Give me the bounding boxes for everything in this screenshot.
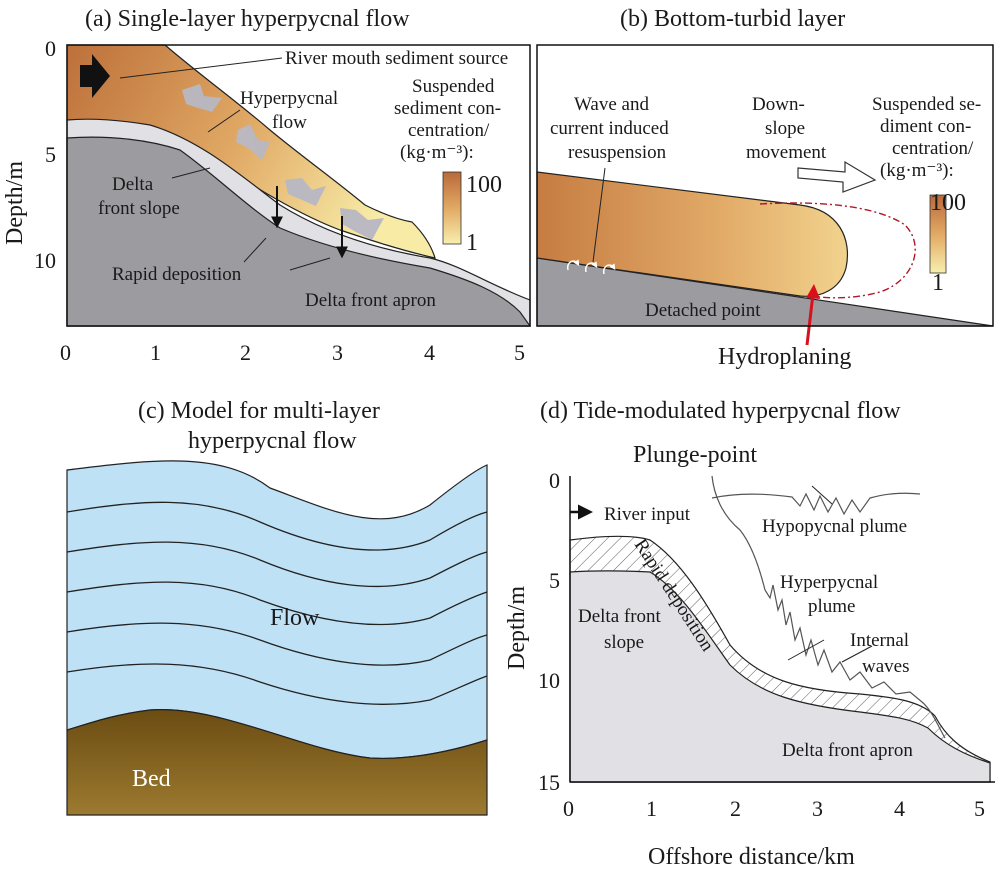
panel-b-label-detached: Detached point (645, 300, 761, 321)
panel-b-label-down-1: Down- (752, 94, 805, 115)
panel-b-title: (b) Bottom-turbid layer (620, 6, 845, 32)
panel-d-label-internal-2: waves (862, 656, 909, 677)
panel-b-downslope-arrow (797, 160, 877, 193)
panel-a: (a) Single-layer hyperpycnal flow River … (2, 6, 532, 365)
panel-d-y-tick-1: 5 (549, 568, 560, 593)
panel-b-colorbar-title-1: Suspended se- (872, 94, 981, 115)
panel-d-leader-internal (841, 645, 873, 663)
panel-b-label-wave-3: resuspension (568, 142, 667, 163)
panel-d-x-tick-1: 1 (646, 796, 657, 821)
panel-d-x-tick-3: 3 (812, 796, 823, 821)
panel-a-source-arrow (80, 54, 110, 98)
panel-b-hydroplaning-arrowhead (806, 284, 820, 299)
panel-b-label-down-3: movement (746, 142, 827, 163)
panel-c-bed (66, 709, 488, 816)
panel-a-label-river-mouth: River mouth sediment source (285, 48, 508, 69)
panel-d-hypopycnal-plume (711, 492, 921, 516)
panel-a-x-tick-0: 0 (60, 340, 71, 365)
panel-b-detached-outline (759, 202, 916, 299)
panel-a-x-tick-4: 4 (424, 340, 435, 365)
panel-a-label-delta-front-2: front slope (98, 198, 180, 219)
panel-d-plunge-point: Plunge-point (633, 442, 757, 468)
panel-d: (d) Tide-modulated hyperpycnal flow Plun… (504, 398, 995, 870)
panel-d-x-tick-0: 0 (563, 796, 574, 821)
panel-a-title: (a) Single-layer hyperpycnal flow (85, 6, 410, 32)
panel-a-colorbar-title-1: Suspended (412, 76, 495, 97)
panel-d-bed (569, 570, 991, 783)
panel-a-label-rapid-deposition: Rapid deposition (112, 264, 242, 285)
panel-d-leader-hyper (787, 639, 825, 661)
panel-d-title: (d) Tide-modulated hyperpycnal flow (540, 398, 901, 424)
panel-a-label-hyperpycnal-1: Hyperpycnal (240, 88, 338, 109)
panel-a-colorbar-min: 1 (466, 230, 478, 256)
panel-b-colorbar (929, 194, 947, 274)
panel-b-label-down-2: slope (765, 118, 805, 139)
panel-a-label-hyperpycnal-2: flow (272, 112, 307, 133)
panel-b-colorbar-title-4: (kg·m⁻³): (880, 160, 954, 181)
panel-a-x-tick-5: 5 (514, 340, 525, 365)
panel-d-x-tick-2: 2 (730, 796, 741, 821)
panel-d-label-internal-1: Internal (850, 630, 909, 651)
panel-b-label-wave-2: current induced (550, 118, 669, 139)
panel-d-label-hyper-1: Hyperpycnal (780, 572, 878, 593)
panel-b-colorbar-min: 1 (932, 270, 944, 296)
panel-b-frame (536, 44, 994, 327)
panel-c-flow-label: Flow (270, 605, 320, 631)
panel-a-y-axis-label: Depth/m (2, 161, 28, 245)
panel-b-colorbar-title-2: diment con- (880, 116, 971, 137)
panel-d-label-delta-front-2: slope (604, 632, 644, 653)
panel-a-leader-delta (171, 167, 211, 179)
panel-a-label-delta-apron: Delta front apron (305, 290, 436, 311)
panel-a-leader-river (119, 57, 283, 79)
panel-a-x-tick-2: 2 (240, 340, 251, 365)
panel-c-title-1: (c) Model for multi-layer (138, 398, 380, 424)
panel-c-flow-layers (66, 501, 488, 705)
panel-d-label-hypopycnal: Hypopycnal plume (762, 516, 907, 537)
panel-a-colorbar-title-2: sediment con- (394, 98, 501, 119)
panel-b-hydroplaning-arrow (805, 293, 815, 346)
panel-b: (b) Bottom-turbid layer Wave and current… (536, 6, 994, 370)
panel-a-flow-arrows (182, 84, 384, 240)
panel-a-leader-rapid-2 (289, 257, 331, 271)
panel-a-colorbar-title-4: (kg·m⁻³): (400, 142, 474, 163)
panel-b-leader-wave (592, 167, 606, 263)
panel-b-label-wave-1: Wave and (574, 94, 649, 115)
panel-d-label-delta-front-1: Delta front (578, 606, 662, 627)
panel-a-colorbar-max: 100 (466, 172, 502, 198)
panel-d-label-delta-apron: Delta front apron (782, 740, 913, 761)
panel-d-y-tick-2: 10 (538, 668, 560, 693)
panel-d-label-hyper-2: plume (808, 596, 856, 617)
panel-d-x-tick-4: 4 (894, 796, 905, 821)
panel-d-leader-hypo (811, 485, 833, 505)
panel-d-label-river-input: River input (604, 504, 691, 525)
panel-a-frame (66, 44, 531, 327)
panel-d-x-axis-label: Offshore distance/km (648, 844, 855, 870)
panel-a-colorbar (442, 171, 462, 245)
panel-d-plume-boundary (711, 475, 946, 739)
panel-a-x-tick-1: 1 (150, 340, 161, 365)
panel-b-label-hydroplaning: Hydroplaning (718, 344, 851, 370)
panel-a-leader-hyper (207, 109, 241, 133)
panel-d-y-tick-0: 0 (549, 468, 560, 493)
panel-a-label-delta-front-1: Delta (112, 174, 154, 195)
panel-a-leader-rapid-1 (243, 237, 267, 263)
panel-b-colorbar-title-3: centration/ (892, 138, 974, 159)
panel-a-y-tick-0: 0 (45, 36, 56, 61)
panel-b-colorbar-max: 100 (930, 190, 966, 216)
panel-a-x-tick-3: 3 (332, 340, 343, 365)
panel-c-title-2: hyperpycnal flow (188, 428, 357, 454)
panel-a-bed (66, 136, 532, 327)
panel-b-resuspension-curls (566, 259, 616, 275)
panel-d-y-tick-3: 15 (538, 770, 560, 795)
panel-d-y-axis-label: Depth/m (504, 586, 530, 670)
panel-a-colorbar-title-3: centration/ (408, 120, 490, 141)
panel-c-bed-label: Bed (132, 766, 171, 792)
panel-d-x-tick-5: 5 (974, 796, 985, 821)
panel-a-y-tick-1: 5 (45, 142, 56, 167)
panel-a-y-tick-2: 10 (34, 248, 56, 273)
panel-c: (c) Model for multi-layer hyperpycnal fl… (66, 398, 488, 816)
